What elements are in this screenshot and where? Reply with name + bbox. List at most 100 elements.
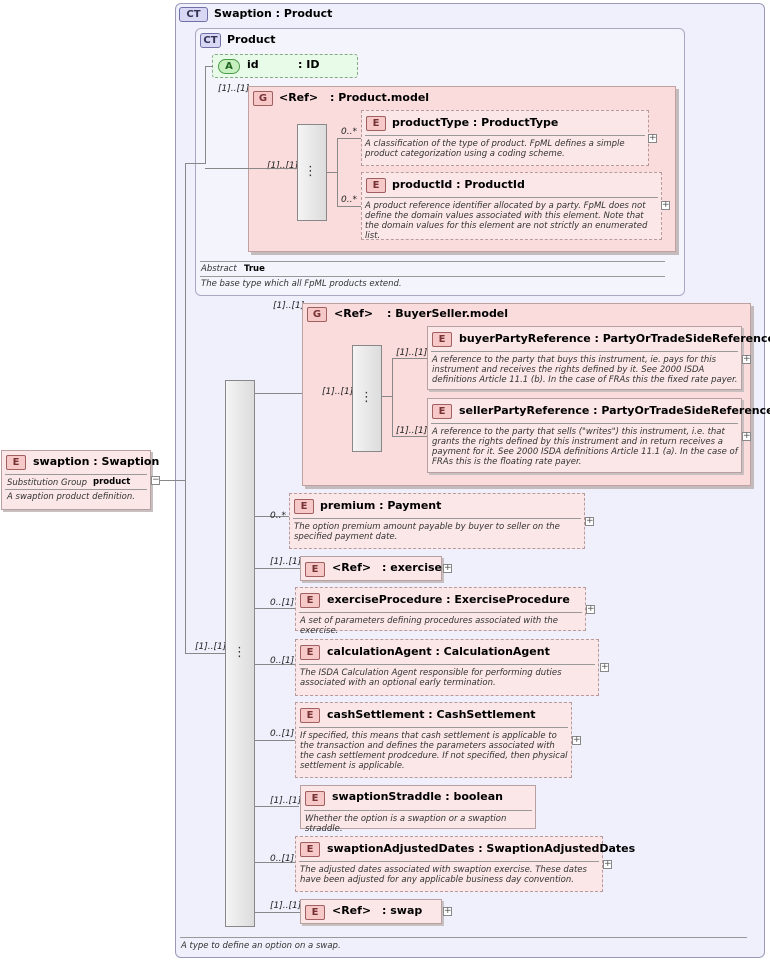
attribute-name: id [247,58,259,71]
group-name: : BuyerSeller.model [387,307,509,320]
element-buyerPartyReference[interactable] [427,326,742,390]
productType-mult: 0..* [341,127,357,137]
product-model-mult: [1]..[1] [218,84,250,94]
substitution-group-value: product [93,477,131,487]
premium-mult: 0..* [270,511,286,521]
expand-icon[interactable]: + [603,859,612,869]
sequence-icon: ⋮ [360,390,373,405]
cashSettlement-description: If specified, this means that cash settl… [300,731,568,771]
element-icon: E [305,791,325,806]
calculationAgent-mult: 0..[1] [270,656,295,666]
group-ref-label: <Ref> [279,91,319,104]
group-ref-label: <Ref> [334,307,374,320]
buyerPartyReference-title: buyerPartyReference : PartyOrTradeSideRe… [459,332,770,345]
swap-name: : swap [382,904,423,917]
attribute-type: : ID [298,58,320,71]
expand-icon[interactable]: + [648,133,657,143]
element-icon: E [432,332,452,347]
element-icon: E [294,499,314,514]
expand-icon[interactable]: + [742,431,751,441]
exerciseProcedure-mult: 0..[1] [270,598,295,608]
product-model-sequence[interactable] [297,124,327,221]
swap-mult: [1]..[1] [270,901,302,911]
swaptionAdjustedDates-description: The adjusted dates associated with swapt… [300,865,587,885]
group-name: : Product.model [330,91,430,104]
element-icon: E [300,645,320,660]
substitution-group-label: Substitution Group [7,478,88,488]
sellerPartyReference-mult: [1]..[1] [396,426,428,436]
root-ct-title: Swaption : Product [214,7,333,20]
buyerPartyReference-description: A reference to the party that buys this … [432,355,738,385]
element-icon: E [305,562,325,577]
element-sellerPartyReference[interactable] [427,398,742,473]
expand-icon[interactable]: + [600,662,609,672]
main-sequence[interactable] [225,380,255,927]
element-icon: E [300,842,320,857]
attribute-icon: A [218,59,240,74]
swaptionStraddle-description: Whether the option is a swaption or a sw… [305,814,507,834]
swaptionAdjustedDates-title: swaptionAdjustedDates : SwaptionAdjusted… [327,842,636,855]
cashSettlement-title: cashSettlement : CashSettlement [327,708,536,721]
swaption-description: A swaption product definition. [7,492,135,502]
exercise-mult: [1]..[1] [270,557,302,567]
product-ct-title: Product [227,33,276,46]
exerciseProcedure-title: exerciseProcedure : ExerciseProcedure [327,593,570,606]
swap-ref-label: <Ref> [332,904,372,917]
element-productType[interactable] [361,110,649,166]
expand-icon[interactable]: + [585,516,594,526]
expand-icon[interactable]: + [742,354,751,364]
element-premium[interactable] [289,493,585,549]
exercise-name: : exercise [382,561,442,574]
swaptionStraddle-title: swaptionStraddle : boolean [332,790,503,803]
element-icon: E [300,593,320,608]
element-swaption[interactable] [1,450,151,510]
productType-description: A classification of the type of product.… [365,139,625,159]
calculationAgent-title: calculationAgent : CalculationAgent [327,645,550,658]
buyerseller-model-sequence[interactable] [352,345,382,452]
element-icon: E [305,905,325,920]
productType-title: productType : ProductType [392,116,559,129]
collapse-icon[interactable]: − [151,475,160,485]
element-cashSettlement[interactable] [295,702,572,778]
exerciseProcedure-description: A set of parameters defining procedures … [300,616,558,636]
premium-description: The option premium amount payable by buy… [294,522,560,542]
expand-icon[interactable]: + [586,604,595,614]
element-exerciseProcedure[interactable] [295,587,586,631]
group-icon: G [253,91,273,106]
swaptionStraddle-mult: [1]..[1] [270,796,302,806]
buyerseller-seq-mult: [1]..[1] [322,387,354,397]
productId-mult: 0..* [341,195,357,205]
element-icon: E [6,455,26,470]
element-icon: E [432,404,452,419]
exercise-ref-label: <Ref> [332,561,372,574]
root-ct-description: A type to define an option on a swap. [181,941,341,951]
element-icon: E [366,116,386,131]
sellerPartyReference-title: sellerPartyReference : PartyOrTradeSideR… [459,404,770,417]
buyerPartyReference-mult: [1]..[1] [396,348,428,358]
swaption-title: swaption : Swaption [33,455,160,468]
expand-icon[interactable]: + [661,200,670,210]
complex-type-icon: CT [200,33,221,48]
sequence-icon: ⋮ [304,164,317,179]
group-icon: G [307,307,327,322]
element-productId[interactable] [361,172,662,240]
element-icon: E [300,708,320,723]
expand-icon[interactable]: + [572,735,581,745]
expand-icon[interactable]: + [443,563,452,573]
element-swaptionStraddle[interactable] [300,785,536,829]
calculationAgent-description: The ISDA Calculation Agent responsible f… [300,668,562,688]
product-description: The base type which all FpML products ex… [201,279,402,289]
main-seq-mult: [1]..[1] [195,642,227,652]
element-swaptionAdjustedDates[interactable] [295,836,603,892]
abstract-value: True [244,264,265,274]
sequence-icon: ⋮ [233,645,246,660]
productId-description: A product reference identifier allocated… [365,201,648,241]
cashSettlement-mult: 0..[1] [270,729,295,739]
buyerseller-model-mult: [1]..[1] [273,301,305,311]
product-seq-mult: [1]..[1] [267,161,299,171]
abstract-label: Abstract [201,264,237,274]
element-calculationAgent[interactable] [295,639,599,696]
complex-type-icon: CT [179,7,208,22]
premium-title: premium : Payment [320,499,442,512]
expand-icon[interactable]: + [443,906,452,916]
